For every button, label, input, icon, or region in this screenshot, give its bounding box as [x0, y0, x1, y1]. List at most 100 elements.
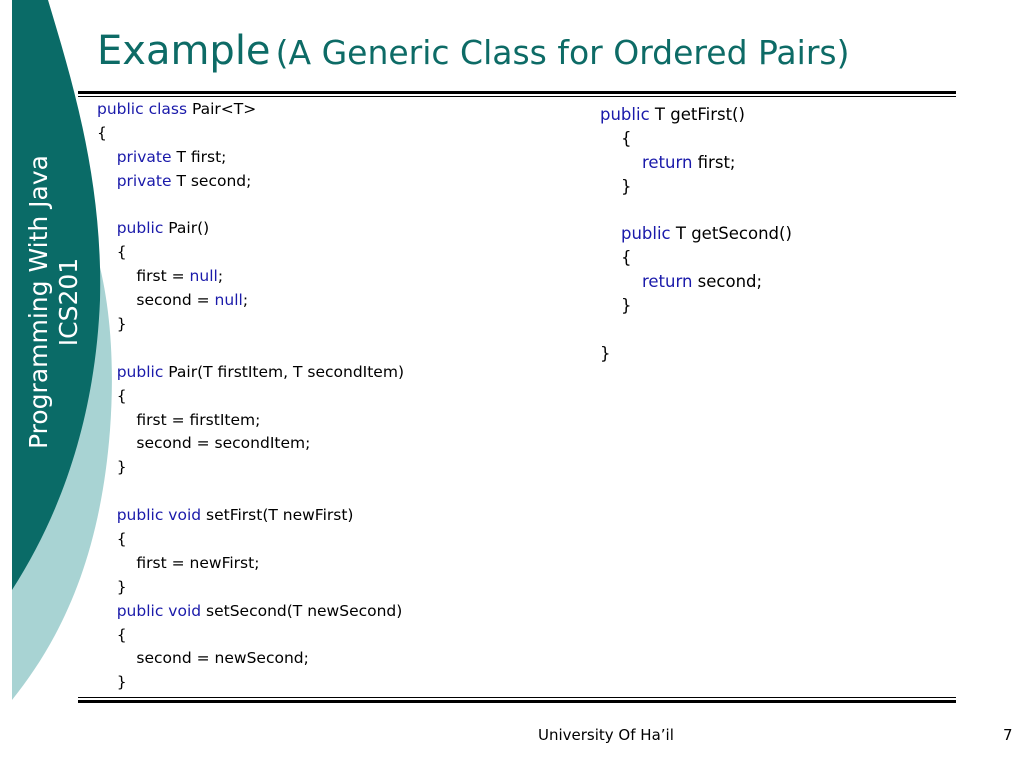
code-line: second = newSecond;: [97, 647, 404, 671]
code-line: }: [97, 456, 404, 480]
code-line: [97, 480, 404, 504]
code-line: public Pair(T firstItem, T secondItem): [97, 361, 404, 385]
code-text: [600, 153, 642, 172]
code-text: T getFirst(): [649, 105, 745, 124]
code-line: first = null;: [97, 265, 404, 289]
code-text: }: [97, 315, 127, 334]
code-text: [97, 219, 117, 237]
code-line: return second;: [600, 270, 792, 294]
code-keyword: public: [116, 362, 164, 381]
code-text: [97, 172, 117, 190]
sidebar-decoration: [0, 0, 112, 700]
code-line: public Pair(): [97, 217, 404, 241]
code-keyword: public: [620, 224, 671, 244]
code-line: {: [97, 122, 404, 146]
code-text: [97, 363, 117, 381]
code-text: [97, 506, 117, 524]
code-line: public class Pair<T>: [97, 98, 404, 122]
code-text: [600, 272, 642, 291]
code-line: }: [97, 671, 404, 695]
code-line: public void setSecond(T newSecond): [97, 600, 404, 624]
code-keyword: public class: [97, 100, 188, 118]
code-text: first;: [692, 152, 736, 172]
code-line: [97, 194, 404, 218]
code-line: }: [97, 576, 404, 600]
code-text: {: [600, 128, 632, 148]
sidebar-dark-shape: [12, 0, 101, 590]
code-text: [97, 148, 117, 166]
code-block-left: public class Pair<T>{ private T first; p…: [97, 98, 404, 695]
code-line: [600, 199, 792, 223]
code-text: T second;: [171, 171, 252, 190]
code-line: second = null;: [97, 289, 404, 313]
code-text: first = newFirst;: [97, 553, 260, 572]
code-keyword: null: [214, 291, 243, 310]
page-number: 7: [1003, 726, 1013, 744]
code-line: private T second;: [97, 170, 404, 194]
code-line: public void setFirst(T newFirst): [97, 504, 404, 528]
code-text: Pair(T firstItem, T secondItem): [163, 362, 404, 381]
top-rule: [78, 91, 956, 97]
code-keyword: public: [600, 105, 650, 124]
code-text: first =: [97, 267, 190, 286]
footer-text: University Of Ha’il: [538, 726, 674, 744]
code-text: {: [97, 123, 107, 142]
code-block-right: public T getFirst() { return first; } pu…: [600, 103, 792, 366]
code-keyword: return: [641, 152, 693, 172]
code-line: first = newFirst;: [97, 552, 404, 576]
code-text: setSecond(T newSecond): [201, 601, 403, 620]
code-line: [97, 337, 404, 361]
code-text: }: [600, 343, 611, 363]
code-text: T getSecond(): [670, 224, 792, 244]
code-line: {: [97, 385, 404, 409]
code-line: {: [600, 127, 792, 151]
code-text: ;: [217, 267, 224, 286]
code-text: Pair(): [163, 219, 210, 238]
code-line: {: [97, 241, 404, 265]
code-text: ;: [242, 291, 249, 310]
code-line: {: [97, 624, 404, 648]
code-text: }: [600, 296, 632, 316]
code-keyword: public void: [116, 506, 202, 525]
code-text: }: [97, 458, 127, 477]
code-text: }: [97, 673, 127, 692]
sidebar-course-title: Programming With Java: [24, 155, 53, 449]
code-text: {: [600, 248, 632, 268]
code-line: public T getSecond(): [600, 222, 792, 246]
code-text: {: [97, 243, 127, 262]
code-keyword: public void: [116, 601, 202, 620]
code-line: public T getFirst(): [600, 103, 792, 127]
code-line: first = firstItem;: [97, 409, 404, 433]
code-text: }: [600, 176, 632, 196]
code-text: [97, 602, 117, 620]
code-line: }: [600, 294, 792, 318]
title-subtitle: (A Generic Class for Ordered Pairs): [275, 33, 850, 72]
code-line: private T first;: [97, 146, 404, 170]
code-keyword: null: [189, 267, 218, 286]
code-text: second;: [692, 272, 763, 292]
code-line: second = secondItem;: [97, 432, 404, 456]
code-text: {: [97, 386, 127, 405]
code-text: }: [97, 577, 127, 596]
code-line: }: [600, 175, 792, 199]
code-text: first = firstItem;: [97, 410, 261, 429]
sidebar-course-code: ICS201: [54, 257, 83, 347]
code-line: return first;: [600, 151, 792, 175]
code-line: {: [97, 528, 404, 552]
code-text: [600, 224, 621, 243]
code-line: [600, 318, 792, 342]
code-text: {: [97, 530, 127, 549]
page-title: Example (A Generic Class for Ordered Pai…: [97, 28, 849, 74]
code-line: }: [97, 313, 404, 337]
code-text: Pair<T>: [187, 100, 257, 118]
code-keyword: private: [116, 171, 172, 190]
code-text: setFirst(T newFirst): [201, 506, 354, 525]
code-text: {: [97, 625, 127, 644]
code-keyword: return: [641, 272, 693, 292]
code-line: {: [600, 246, 792, 270]
code-text: T first;: [171, 147, 227, 166]
code-line: }: [600, 342, 792, 366]
title-main: Example: [97, 28, 271, 74]
code-text: second =: [97, 291, 215, 310]
code-keyword: private: [116, 147, 172, 166]
